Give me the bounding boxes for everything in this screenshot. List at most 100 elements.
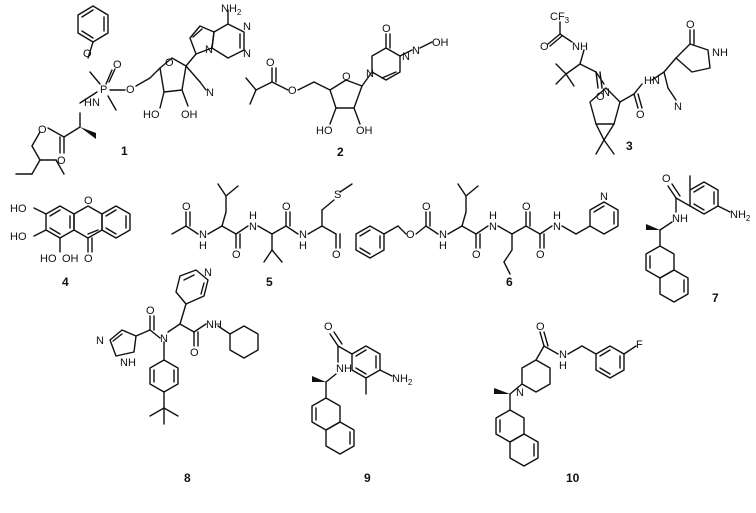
amide-n2-label: N [489, 221, 497, 233]
compound-number-2: 2 [337, 145, 344, 159]
acetyl-oxygen-label: O [182, 201, 191, 213]
oxo-oxygen-label: O [113, 59, 122, 71]
amide-oxygen-label: O [596, 91, 605, 103]
hydroxyl-label: HO [143, 109, 160, 121]
nitrile-n-label: N [674, 101, 682, 113]
amide-h-label: H [559, 360, 567, 372]
imidazole-ring [109, 329, 137, 357]
proline-n-label: N [602, 87, 610, 99]
imidazole-n-label: N [96, 335, 104, 347]
piperidine-ring [521, 359, 551, 393]
tfa-nh-label: NH [572, 41, 588, 53]
ester-oxygen-label: O [288, 85, 297, 97]
compound-number-6: 6 [506, 275, 513, 289]
amide-h3-label: H [299, 240, 307, 252]
ketoamide-oxygen-label: O [536, 249, 545, 261]
ring-oxygen-label: O [84, 195, 93, 207]
compound-number-5: 5 [266, 275, 273, 289]
amide-n3-label: N [299, 229, 307, 241]
carbamate-oxygen-label: O [422, 201, 431, 213]
nitrile-n-label: N [206, 87, 214, 99]
amide-nh-label: NH [336, 363, 352, 375]
ring-oxygen-label: O [165, 57, 174, 69]
amine-label: NH2 [221, 3, 242, 17]
compound-9: O NH NH2 9 [311, 321, 413, 485]
lactam-oxygen-label: O [686, 19, 695, 31]
amide-oxygen2-label: O [190, 347, 199, 359]
amide-h1-label: H [439, 240, 447, 252]
compound-number-3: 3 [626, 139, 633, 153]
amide-n2-label: N [249, 221, 257, 233]
lactam-ring [675, 43, 711, 73]
amine-label: NH2 [392, 373, 413, 387]
hydroxylamine-oh-label: OH [432, 37, 449, 49]
amide-oxygen2-label: O [636, 109, 645, 121]
amine-label: NH2 [730, 209, 751, 223]
lactam-nh-label: NH [712, 47, 728, 59]
compound-number-7: 7 [712, 291, 719, 305]
piperidine-n-label: N [516, 387, 524, 399]
trifluoromethyl-label: CF3 [550, 11, 570, 25]
amide-nh-label: HN [84, 97, 100, 109]
compound-10: O N N H F 10 [494, 321, 643, 485]
amide-h2-label: H [249, 210, 257, 222]
phenyl-ring [77, 5, 109, 43]
benzyl-ring [355, 225, 385, 259]
amide-n3-label: N [553, 221, 561, 233]
bridge-oxygen-label: O [126, 84, 135, 96]
pyridine-n-label: N [600, 191, 608, 203]
triazine-n-label: N [243, 21, 251, 33]
compound-8: N O N NH N O NH 8 [96, 267, 259, 485]
cyclohexyl-ring [229, 325, 259, 359]
amide-oxygen-label: O [536, 321, 545, 333]
naphthalene-ring-b [325, 421, 355, 455]
hydroxyl2-label: OH [356, 125, 373, 137]
amide-h2-label: H [489, 210, 497, 222]
fluorine-label: F [636, 339, 643, 351]
ester-oxygen-label: O [38, 124, 47, 136]
sugar-ring [329, 79, 363, 109]
hydroxyl-label: HO [316, 125, 333, 137]
ketone-oxygen-label: O [522, 201, 531, 213]
keto-oxygen-label: O [84, 253, 93, 265]
amide-oxygen-label: O [146, 305, 155, 317]
compound-number-1: 1 [121, 144, 128, 158]
fluorophenyl-ring [595, 345, 625, 379]
amide-nh-label: HN [644, 75, 660, 87]
amide-oxygen3-label: O [282, 201, 291, 213]
amide-n-label: N [559, 349, 567, 361]
hydroxyl-3-label: HO [40, 253, 57, 265]
hydroxyl2-label: OH [181, 109, 198, 121]
pyridine-n-label: N [204, 267, 212, 279]
triazine-n2-label: N [243, 48, 251, 60]
ether-oxygen-label: O [83, 48, 92, 60]
triazine-ring [211, 23, 245, 59]
phosphorus-label: P [100, 84, 107, 96]
compound-3: CF3 O NH O NH N O HN N O 3 [540, 11, 728, 155]
pyrrole-n-label: N [205, 44, 213, 56]
pyridine-ring [589, 201, 619, 235]
amide-h1-label: H [199, 240, 207, 252]
compound-4: HO HO HO O O OH 4 [10, 195, 131, 289]
thioether-s-label: S [334, 189, 341, 201]
ring-n2-label: N [402, 51, 410, 63]
amide-nh-label: NH [672, 213, 688, 225]
compound-number-10: 10 [566, 471, 580, 485]
sugar-oxygen-label: O [342, 71, 351, 83]
amide-h3-label: H [553, 210, 561, 222]
pyridine-ring [175, 269, 209, 305]
carbonyl-oxygen-label: O [57, 155, 66, 167]
amide-n1-label: N [439, 229, 447, 241]
carbonyl-oxygen-label: O [382, 23, 391, 35]
cytidine-ring [371, 47, 401, 81]
compound-number-4: 4 [62, 275, 69, 289]
compound-5: O N H O N H O N H S O 5 [171, 183, 353, 289]
imidazole-nh-label: NH [120, 357, 136, 369]
ester-carbonyl-label: O [266, 57, 275, 69]
amide-nh-label: NH [206, 319, 222, 331]
hydroxyl-4-label: OH [62, 253, 79, 265]
amide-oxygen-label: O [324, 321, 333, 333]
compound-7: O NH NH2 7 [645, 173, 751, 305]
hydroxylamine-n-label: N [412, 45, 420, 57]
